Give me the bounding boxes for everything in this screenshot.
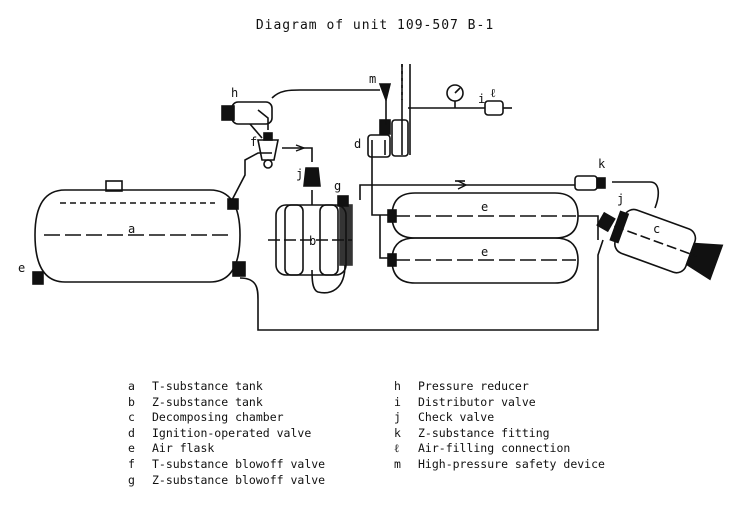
legend-text: Z-substance blowoff valve (152, 472, 326, 487)
legend-item: m High-pressure safety device (394, 457, 605, 473)
label-i: i (478, 92, 485, 106)
legend-key: c (128, 410, 135, 425)
legend-text: Ignition-operated valve (152, 425, 312, 440)
legend-item: b Z-substance tank (128, 395, 325, 411)
pipe-network (231, 89, 660, 331)
flow-arrow (457, 180, 468, 190)
air-flask-lower (387, 237, 579, 284)
pressure-reducer (221, 101, 273, 139)
legend-key: d (128, 425, 135, 440)
legend-key: b (128, 394, 135, 409)
pipe-b-bottom (311, 264, 346, 294)
label-b: b (309, 234, 316, 248)
unit-schematic: a b c d e e e f g h i j j k ℓ m (18, 64, 724, 331)
legend-item: j Check valve (394, 410, 605, 426)
legend-text: Z-substance fitting (418, 425, 550, 440)
legend-text: Check valve (418, 410, 495, 425)
legend-key: m (394, 456, 401, 471)
label-h: h (231, 86, 238, 100)
legend-key: f (128, 456, 135, 471)
legend-text: T-substance tank (152, 379, 263, 393)
legend-key: e (128, 441, 135, 456)
t-substance-tank (32, 180, 246, 285)
legend-text: T-substance blowoff valve (152, 456, 326, 471)
ignition-operated-valve (367, 119, 409, 158)
legend-item: h Pressure reducer (394, 379, 605, 395)
legend-text: Z-substance tank (152, 394, 263, 409)
pipe-k-to-c (612, 181, 660, 209)
legend-key: j (394, 410, 401, 425)
pipe-bottom-loop (239, 239, 604, 331)
legend-text: Decomposing chamber (152, 410, 284, 425)
legend-key: a (128, 379, 135, 393)
label-c: c (653, 222, 660, 236)
label-l: ℓ (490, 86, 496, 100)
label-m: m (369, 72, 376, 86)
label-e-lower: e (481, 245, 488, 259)
label-d: d (354, 137, 361, 151)
air-filling-connection (484, 100, 512, 116)
legend-right: h Pressure reducer i Distributor valve j Ch… (394, 379, 605, 473)
pipe-tank-to-f (231, 152, 272, 201)
pipe-h-to-m (271, 89, 380, 99)
label-e-tank: e (18, 261, 25, 275)
label-a: a (128, 222, 135, 236)
check-valve-j (303, 167, 321, 187)
pipe-f-to-j (282, 147, 313, 162)
legend-key: g (128, 472, 135, 487)
legend-text: Distributor valve (418, 394, 536, 409)
legend-key: k (394, 425, 401, 440)
legend-left: a T-substance tank b Z-substance tank c Dec… (128, 379, 325, 488)
pressure-gauge (446, 84, 464, 108)
check-valve-j-chamber (596, 211, 616, 233)
pipe-flask-right (578, 215, 599, 240)
legend-text: Air-filling connection (418, 441, 571, 456)
legend-key: h (394, 379, 401, 393)
legend-item: ℓ Air-filling connection (394, 441, 605, 457)
legend-text: Pressure reducer (418, 379, 529, 393)
legend-item: c Decomposing chamber (128, 410, 325, 426)
legend-item: a T-substance tank (128, 379, 325, 395)
legend-item: g Z-substance blowoff valve (128, 473, 325, 489)
legend-item: k Z-substance fitting (394, 426, 605, 442)
z-substance-blowoff-valve (337, 195, 349, 207)
pipe-flask-left (371, 140, 390, 216)
label-f: f (250, 135, 257, 149)
z-substance-fitting (574, 175, 606, 191)
t-substance-blowoff-valve (257, 132, 279, 169)
pipe-top-to-c (359, 184, 575, 200)
label-e-upper: e (481, 200, 488, 214)
distributor-valve (401, 64, 411, 155)
legend-item: d Ignition-operated valve (128, 426, 325, 442)
label-g: g (334, 179, 341, 193)
legend-item: f T-substance blowoff valve (128, 457, 325, 473)
legend-text: Air flask (152, 441, 215, 456)
legend-text: High-pressure safety device (418, 456, 605, 471)
flow-arrow (295, 144, 306, 152)
diagram-title: Diagram of unit 109-507 B-1 (255, 18, 495, 33)
label-k: k (598, 157, 606, 171)
pipe-f-to-h (257, 109, 269, 130)
legend-item: e Air flask (128, 441, 325, 457)
high-pressure-safety-device (378, 83, 392, 125)
label-j-main: j (296, 167, 303, 181)
legend-key: ℓ (394, 441, 400, 456)
legend-item: i Distributor valve (394, 395, 605, 411)
decomposing-chamber (609, 208, 724, 281)
label-j-chamber: j (617, 192, 624, 206)
legend-key: i (394, 394, 401, 409)
